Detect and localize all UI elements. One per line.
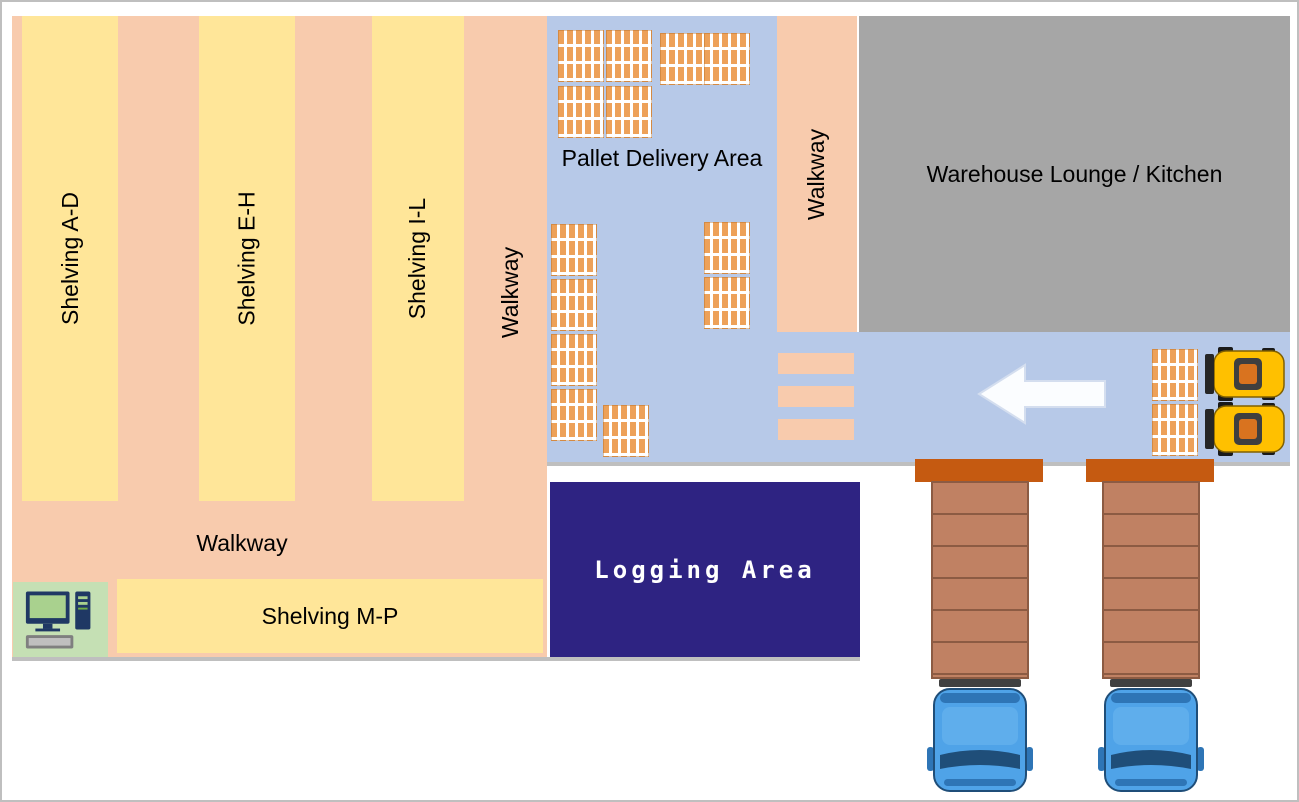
- crosswalk-stripe: [778, 419, 854, 440]
- shelving-i-l: Shelving I-L: [372, 16, 464, 501]
- truck-trailer-icon: [931, 481, 1029, 679]
- pallet-delivery-label: Pallet Delivery Area: [561, 145, 763, 171]
- walkway-bottom-label: Walkway: [196, 530, 288, 556]
- wall-dock-right: [1214, 462, 1290, 466]
- truck-cab-icon: [1098, 688, 1204, 792]
- lounge-label: Warehouse Lounge / Kitchen: [926, 160, 1223, 187]
- pallet-icon: [558, 86, 604, 138]
- dock-door: [1086, 459, 1214, 482]
- walkway-left-label-box: Walkway: [480, 177, 542, 407]
- truck-trailer-icon: [1102, 481, 1200, 679]
- computer-workstation-icon: [25, 591, 90, 648]
- walkway-left-label: Walkway: [497, 246, 524, 338]
- truck-cab-icon: [927, 688, 1033, 792]
- crosswalk-stripe: [778, 386, 854, 407]
- pallet-icon: [551, 389, 597, 441]
- pallet-icon: [704, 277, 750, 329]
- pallet-icon: [606, 86, 652, 138]
- shelving-e-h-label: Shelving E-H: [233, 191, 260, 326]
- shelving-i-l-label: Shelving I-L: [404, 197, 431, 320]
- pallet-icon: [1152, 349, 1198, 401]
- wall-dock-left: [547, 462, 915, 466]
- pallet-icon: [1152, 404, 1198, 456]
- left-arrow-icon: [977, 363, 1106, 425]
- shelving-m-p-label: Shelving M-P: [261, 602, 399, 629]
- truck-rear-icon: [939, 679, 1021, 687]
- pallet-icon: [660, 33, 706, 85]
- pallet-icon: [603, 405, 649, 457]
- walkway-zone-vertical: Walkway: [777, 16, 857, 332]
- wall-bottom: [12, 657, 860, 661]
- logging-area: Logging Area: [550, 482, 860, 657]
- shelving-a-d-label: Shelving A-D: [56, 192, 83, 325]
- lounge-zone: Warehouse Lounge / Kitchen: [859, 16, 1290, 332]
- pallet-icon: [551, 334, 597, 386]
- walkway-right-label: Walkway: [803, 128, 830, 220]
- truck-icon: [1098, 481, 1210, 795]
- truck-rear-icon: [1110, 679, 1192, 687]
- shelving-e-h: Shelving E-H: [199, 16, 295, 501]
- logging-area-label: Logging Area: [594, 555, 816, 584]
- forklift-icon: [1202, 402, 1288, 456]
- pallet-icon: [558, 30, 604, 82]
- crosswalk-stripe: [778, 353, 854, 374]
- pallet-icon: [551, 279, 597, 331]
- pallet-icon: [551, 224, 597, 276]
- shelving-m-p: Shelving M-P: [117, 579, 543, 653]
- wall-dock-middle: [1043, 462, 1086, 466]
- forklift-icon: [1202, 347, 1288, 401]
- pallet-icon: [606, 30, 652, 82]
- dock-door: [915, 459, 1043, 482]
- truck-icon: [927, 481, 1039, 795]
- pallet-icon: [704, 222, 750, 274]
- pallet-icon: [704, 33, 750, 85]
- shelving-a-d: Shelving A-D: [22, 16, 118, 501]
- computer-zone: [13, 582, 108, 657]
